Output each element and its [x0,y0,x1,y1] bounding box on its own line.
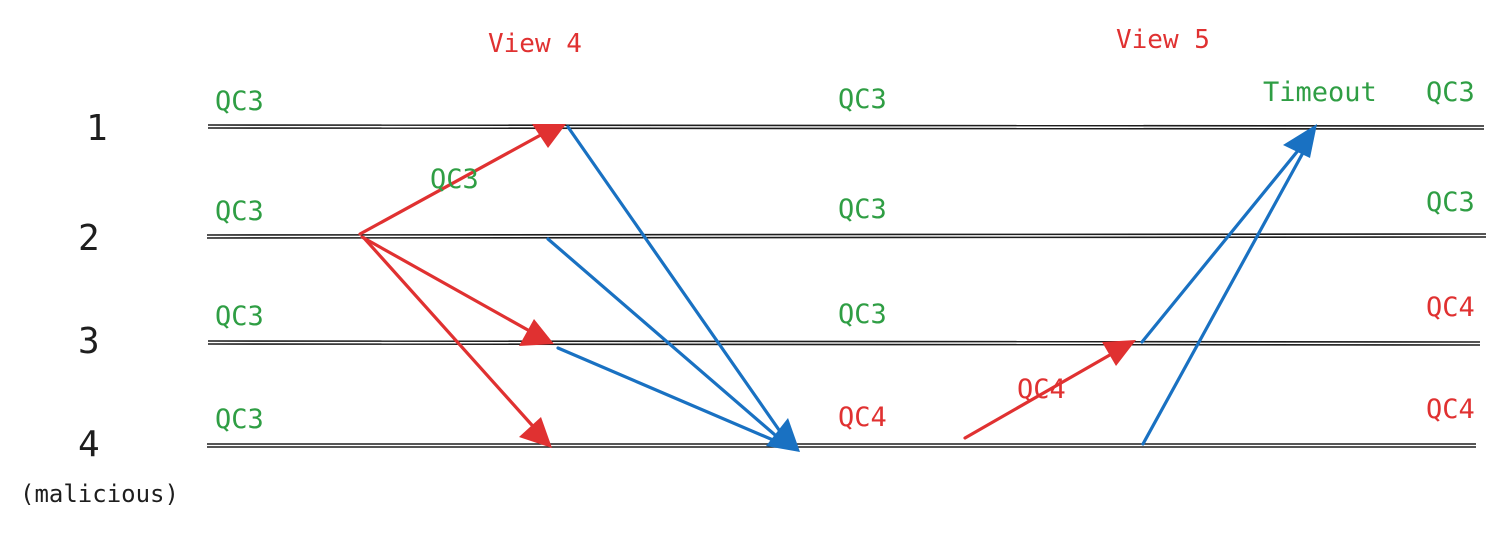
view4-proposal-message-label: QC3 [430,164,479,195]
vote-arrow-node-1-to-node-4 [566,125,788,442]
node-3-initial-qc: QC3 [215,301,264,332]
view4-proposal-arrow-to-node-4 [362,236,552,448]
view4-proposal-arrow-to-node-3 [360,235,554,346]
node-1-final-qc: QC3 [1426,77,1475,108]
timeout-label: Timeout [1263,77,1377,108]
timeline-node-1 [207,124,1485,130]
timeout-arrow-node-4-to-node-1 [1141,138,1312,446]
timeout-arrowhead-node-1 [1283,124,1317,158]
node-2-label: 2 [78,218,100,259]
timeline-node-2 [206,233,1487,239]
node-1-middle-qc: QC3 [838,84,887,115]
node-2-final-qc: QC3 [1426,187,1475,218]
node-3-middle-qc: QC3 [838,299,887,330]
node-3-final-qc: QC4 [1426,292,1475,323]
node-4-label: 4 [78,424,100,465]
timeline-node-4 [207,443,1476,448]
vote-arrowhead-node-4 [766,418,800,452]
node-4-final-qc: QC4 [1426,394,1475,425]
view4-proposal-arrow-to-node-1 [358,124,566,236]
node-1-label: 1 [86,108,108,149]
node-3-label: 3 [78,321,100,362]
vote-arrow-node-2-to-node-4 [546,237,784,443]
node-2-middle-qc: QC3 [838,194,887,225]
node-4-initial-qc: QC3 [215,404,264,435]
node-1-initial-qc: QC3 [215,86,264,117]
timeout-arrow-node-3-to-node-1 [1140,140,1307,344]
view5-proposal-message-label: QC4 [1017,374,1066,405]
view-4-label: View 4 [488,29,582,59]
view-5-label: View 5 [1116,25,1210,55]
vote-arrow-node-3-to-node-4 [556,346,782,445]
node-4-middle-qc: QC4 [838,402,887,433]
view5-proposal-arrow-to-node-3 [963,340,1136,440]
node-4-malicious-note: (malicious) [20,480,179,508]
node-2-initial-qc: QC3 [215,196,264,227]
timeline-node-3 [207,340,1481,346]
